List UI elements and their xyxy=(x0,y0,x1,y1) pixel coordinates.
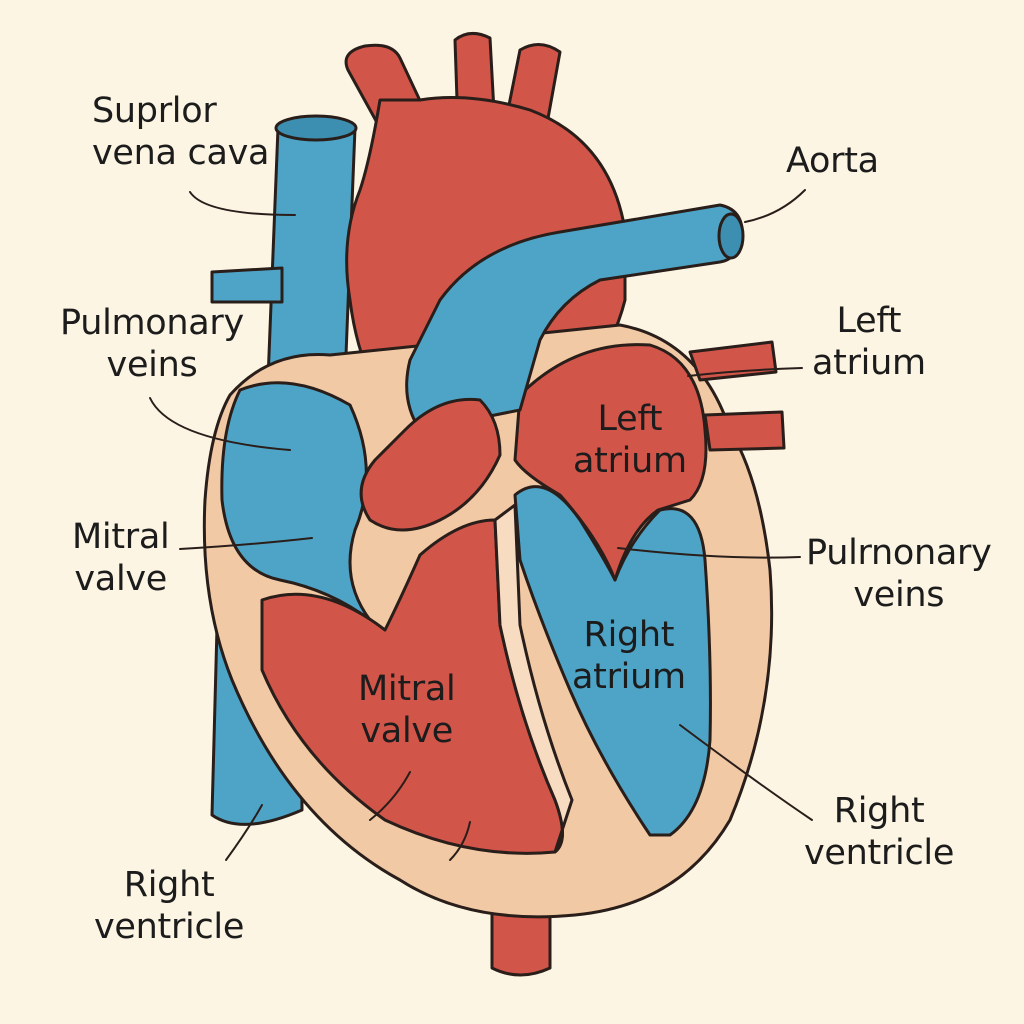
label-line: Right xyxy=(123,865,215,905)
pulmonary-vein-lower-right xyxy=(703,410,786,452)
leader-septum-bottom xyxy=(449,821,471,861)
label-aorta: Aorta xyxy=(786,140,879,182)
leader-left-atrium xyxy=(687,367,803,377)
label-right-atrium-inner: Right atrium xyxy=(572,614,686,698)
leader-pulmonary-veins-left xyxy=(149,397,291,451)
label-line: veins xyxy=(853,575,945,615)
right-ventricle-chamber xyxy=(513,485,712,837)
label-line: ventricle xyxy=(804,833,955,873)
label-line: Left xyxy=(836,301,902,341)
left-atrium-chamber xyxy=(513,343,708,582)
leader-mitral-valve-inner xyxy=(369,771,411,821)
leader-pulmonary-veins-right xyxy=(617,547,801,559)
aortic-root xyxy=(359,397,502,532)
label-mitral-valve-left: Mitral valve xyxy=(72,516,170,600)
label-right-ventricle-left: Right ventricle xyxy=(94,864,244,948)
label-line: Right xyxy=(583,615,675,655)
label-line: atrium xyxy=(573,441,687,481)
leader-right-ventricle-right xyxy=(679,724,813,821)
superior-vena-cava-opening xyxy=(274,114,358,142)
label-line: Pulrnonary xyxy=(806,533,992,573)
label-line: Aorta xyxy=(786,141,879,181)
label-line: atrium xyxy=(812,343,926,383)
pulmonary-artery-opening xyxy=(717,212,745,260)
label-left-atrium-outer: Left atrium xyxy=(812,300,926,384)
superior-vena-cava xyxy=(266,126,357,382)
label-pulmonary-veins-right: Pulrnonary veins xyxy=(806,532,992,616)
label-line: Mitral xyxy=(72,517,170,557)
label-line: Right xyxy=(833,791,925,831)
label-line: vena cava xyxy=(92,133,270,173)
leader-superior-vena-cava xyxy=(189,191,296,216)
label-line: Pulmonary xyxy=(60,303,244,343)
label-pulmonary-veins-left: Pulmonary veins xyxy=(60,302,244,386)
left-side-vein xyxy=(210,266,284,304)
label-line: veins xyxy=(106,345,198,385)
label-left-atrium-inner: Left atrium xyxy=(573,398,687,482)
label-line: valve xyxy=(360,711,454,751)
label-mitral-valve-inner: Mitral valve xyxy=(358,668,456,752)
label-line: Suprlor xyxy=(92,91,217,131)
label-line: Mitral xyxy=(358,669,456,709)
leader-mitral-valve-left xyxy=(179,537,313,550)
septum xyxy=(493,503,574,854)
label-line: valve xyxy=(74,559,168,599)
label-line: atrium xyxy=(572,657,686,697)
label-line: ventricle xyxy=(94,907,245,947)
label-superior-vena-cava: Suprlor vena cava xyxy=(92,90,269,174)
leader-aorta xyxy=(744,189,806,223)
label-right-ventricle-right: Right ventricle xyxy=(804,790,954,874)
leader-right-ventricle-left xyxy=(225,804,263,861)
label-line: Left xyxy=(597,399,663,439)
